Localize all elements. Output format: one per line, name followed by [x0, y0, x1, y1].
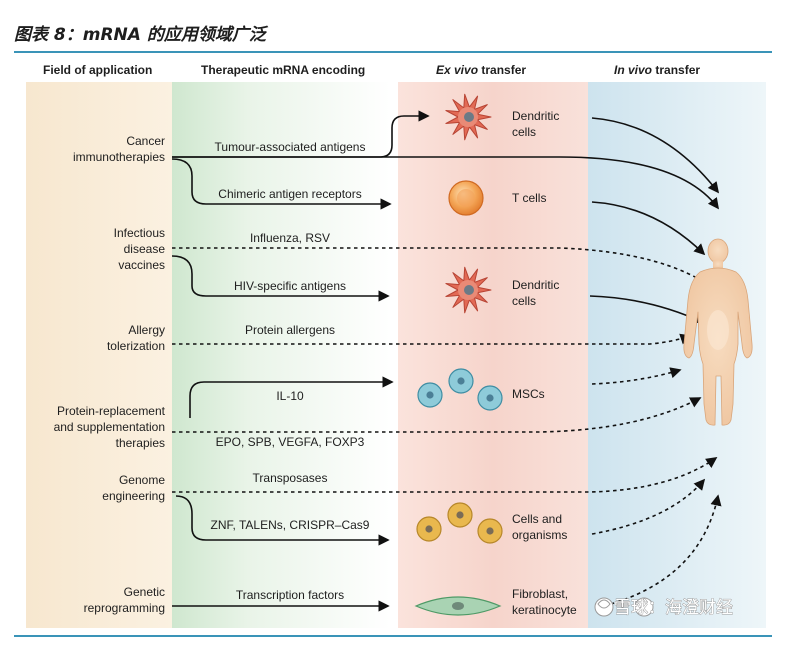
arrow-hiv [171, 255, 390, 302]
cell-label-1-0: T cells [512, 191, 546, 205]
encoding-label-9: Transcription factors [236, 588, 344, 602]
encoding-label-7: Transposases [253, 471, 328, 485]
fibroblast-icon [414, 596, 502, 616]
arrow-znf [175, 495, 390, 546]
encoding-label-2: Influenza, RSV [250, 231, 330, 245]
band-field [26, 82, 172, 628]
field-label-5-1: reprogramming [84, 601, 165, 615]
field-label-3-1: and supplementation [54, 420, 165, 434]
field-label-2-0: Allergy [128, 323, 165, 337]
arrow-tcells-invivo [591, 201, 706, 256]
cell-label-0-0: Dendritic [512, 109, 559, 123]
cell-cluster-icon [416, 502, 503, 544]
encoding-label-3: HIV-specific antigens [234, 279, 346, 293]
arrow-epo [172, 397, 702, 433]
dendritic-cell-icon-1 [445, 266, 492, 314]
msc-cluster-icon [417, 368, 503, 411]
arrow-msc-invivo [591, 367, 682, 385]
watermark: 雪球：海澄财经 [594, 597, 733, 617]
cell-icon-layer [414, 93, 503, 616]
field-label-1-2: vaccines [118, 258, 165, 272]
field-label-0-1: immunotherapies [73, 150, 165, 164]
watermark-text: 雪球：海澄财经 [614, 598, 733, 617]
header-invivo: In vivo transfer [614, 63, 700, 77]
cell-label-4-1: organisms [512, 528, 567, 542]
cell-label-0-1: cells [512, 125, 536, 139]
cell-label-2-0: Dendritic [512, 278, 559, 292]
encoding-label-1: Chimeric antigen receptors [218, 187, 361, 201]
cell-label-2-1: cells [512, 294, 536, 308]
arrow-transposases [172, 457, 718, 493]
arrow-cancer-invivo [172, 156, 720, 210]
t-cell-icon [448, 180, 484, 216]
encoding-label-4: Protein allergens [245, 323, 335, 337]
arrow-layer [171, 110, 722, 612]
encoding-label-6: EPO, SPB, VEGFA, FOXP3 [216, 435, 365, 449]
header-encoding: Therapeutic mRNA encoding [201, 63, 365, 77]
field-label-4-1: engineering [102, 489, 165, 503]
dendritic-cell-icon-0 [445, 93, 492, 141]
arrow-fibroblast-invivo [603, 494, 722, 607]
field-label-5-0: Genetic [124, 585, 165, 599]
arrow-cells-invivo [591, 478, 706, 535]
band-exvivo [398, 82, 588, 628]
encoding-label-0: Tumour-associated antigens [215, 140, 366, 154]
field-label-2-1: tolerization [107, 339, 165, 353]
field-label-3-0: Protein-replacement [57, 404, 166, 418]
encoding-label-8: ZNF, TALENs, CRISPR–Cas9 [211, 518, 370, 532]
field-label-1-0: Infectious [114, 226, 165, 240]
cell-label-4-0: Cells and [512, 512, 562, 526]
arrow-il10 [189, 376, 394, 418]
field-label-1-1: disease [124, 242, 166, 256]
arrow-car [171, 158, 392, 210]
band-invivo [588, 82, 766, 628]
encoding-label-5: IL-10 [276, 389, 304, 403]
field-label-0-0: Cancer [126, 134, 165, 148]
cell-label-3-0: MSCs [512, 387, 545, 401]
figure-title: 图表 8：mRNA 的应用领域广泛 [14, 25, 269, 45]
header-field: Field of application [43, 63, 152, 77]
arrow-dc-invivo [591, 117, 720, 194]
arrow-allergens [172, 333, 692, 345]
field-label-4-0: Genome [119, 473, 165, 487]
band-encoding [172, 82, 390, 628]
cell-label-5-0: Fibroblast, [512, 587, 568, 601]
field-label-3-2: therapies [116, 436, 165, 450]
header-exvivo: Ex vivo transfer [436, 63, 526, 77]
cell-label-5-1: keratinocyte [512, 603, 577, 617]
human-body-icon [683, 238, 753, 426]
